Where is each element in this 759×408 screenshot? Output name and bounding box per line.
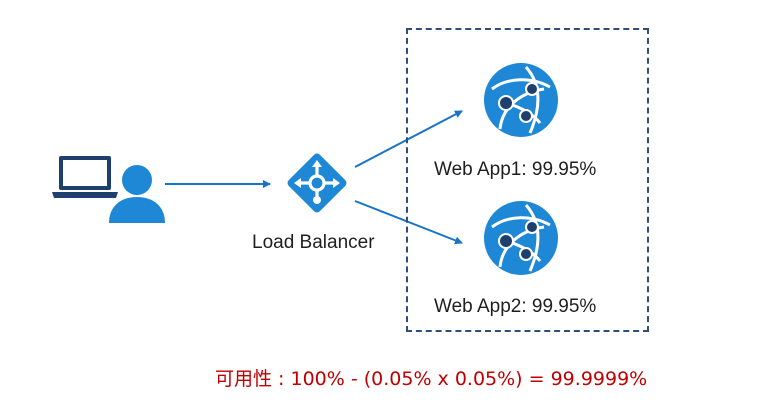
web-app-icon bbox=[484, 63, 558, 137]
load-balancer-label: Load Balancer bbox=[252, 232, 375, 253]
web-app2-label: Web App2: 99.95% bbox=[434, 296, 597, 317]
web-app1-label: Web App1: 99.95% bbox=[434, 159, 597, 180]
load-balancer-icon bbox=[287, 153, 347, 213]
arrow-lb-to-app1 bbox=[354, 110, 463, 168]
web-app-icon bbox=[484, 201, 558, 275]
web-app-group-box bbox=[406, 28, 649, 332]
user-icon bbox=[109, 165, 165, 223]
arrow-lb-to-app2 bbox=[354, 200, 463, 245]
availability-formula: 可用性 : 100% - (0.05% x 0.05%) = 99.9999% bbox=[215, 368, 648, 390]
laptop-icon bbox=[52, 156, 118, 198]
